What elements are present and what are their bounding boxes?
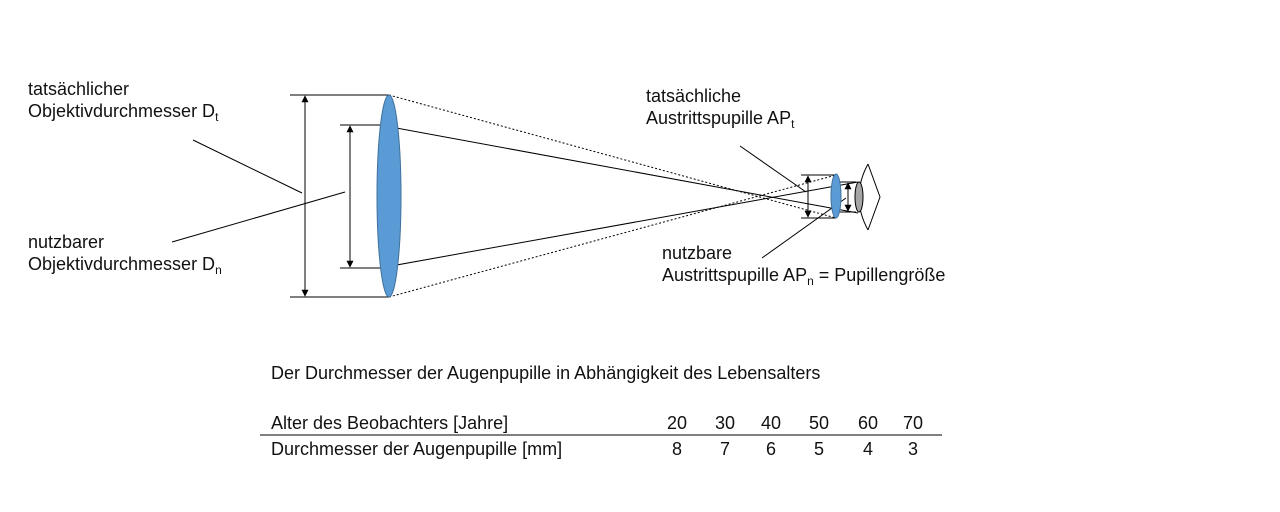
label-line: nutzbare [662,243,733,263]
age-cell: 60 [857,413,879,433]
row-label-diameter: Durchmesser der Augenpupille [mm] [271,439,563,459]
label-line: Austrittspupille APt [646,107,794,135]
eye-pupil [854,181,864,213]
label-sub: t [215,110,219,124]
leader-usable-objective [171,191,346,243]
label-line: tatsächlicher [28,79,130,99]
label-sub: n [807,274,814,288]
label-actual-exit-pupil: tatsächliche Austrittspupille APt [646,85,794,135]
diameter-cell: 5 [813,439,824,459]
objective-lens [376,94,402,298]
leader-actual-exit [739,145,807,193]
label-text: Austrittspupille AP [646,108,792,128]
label-suffix: = Pupillengröße [813,265,946,285]
ray-solid-top [379,124,859,214]
diameter-cell: 8 [671,439,682,459]
diameter-cell: 6 [765,439,776,459]
table-title: Der Durchmesser der Augenpupille in Abhä… [271,363,821,383]
age-cell: 20 [666,413,688,433]
label-text: Austrittspupille AP [662,265,808,285]
ray-solid-bottom [379,181,859,269]
label-actual-objective: tatsächlicher Objektivdurchmesser Dt [28,78,218,128]
label-line: tatsächliche [646,86,742,106]
label-line: Objektivdurchmesser Dt [28,100,218,128]
age-cell: 50 [808,413,830,433]
label-sub: n [215,263,222,277]
ray-dotted-bottom [388,174,837,298]
ray-dotted-top [388,94,837,219]
label-line: Objektivdurchmesser Dn [28,253,222,281]
label-usable-objective: nutzbarer Objektivdurchmesser Dn [28,231,222,281]
diameter-cell: 4 [862,439,873,459]
label-line: nutzbarer [28,232,105,252]
label-usable-exit-pupil: nutzbare Austrittspupille APn = Pupillen… [662,242,945,292]
age-cell: 70 [902,413,924,433]
label-text: Objektivdurchmesser D [28,254,216,274]
eyepiece-lens [830,173,842,219]
age-cell: 30 [714,413,736,433]
label-sub: t [791,117,795,131]
label-text: Objektivdurchmesser D [28,101,216,121]
leader-actual-objective [192,139,303,194]
label-line: Austrittspupille APn = Pupillengröße [662,264,945,292]
diameter-cell: 7 [719,439,730,459]
row-label-age: Alter des Beobachters [Jahre] [271,413,509,433]
age-cell: 40 [760,413,782,433]
diameter-cell: 3 [907,439,918,459]
